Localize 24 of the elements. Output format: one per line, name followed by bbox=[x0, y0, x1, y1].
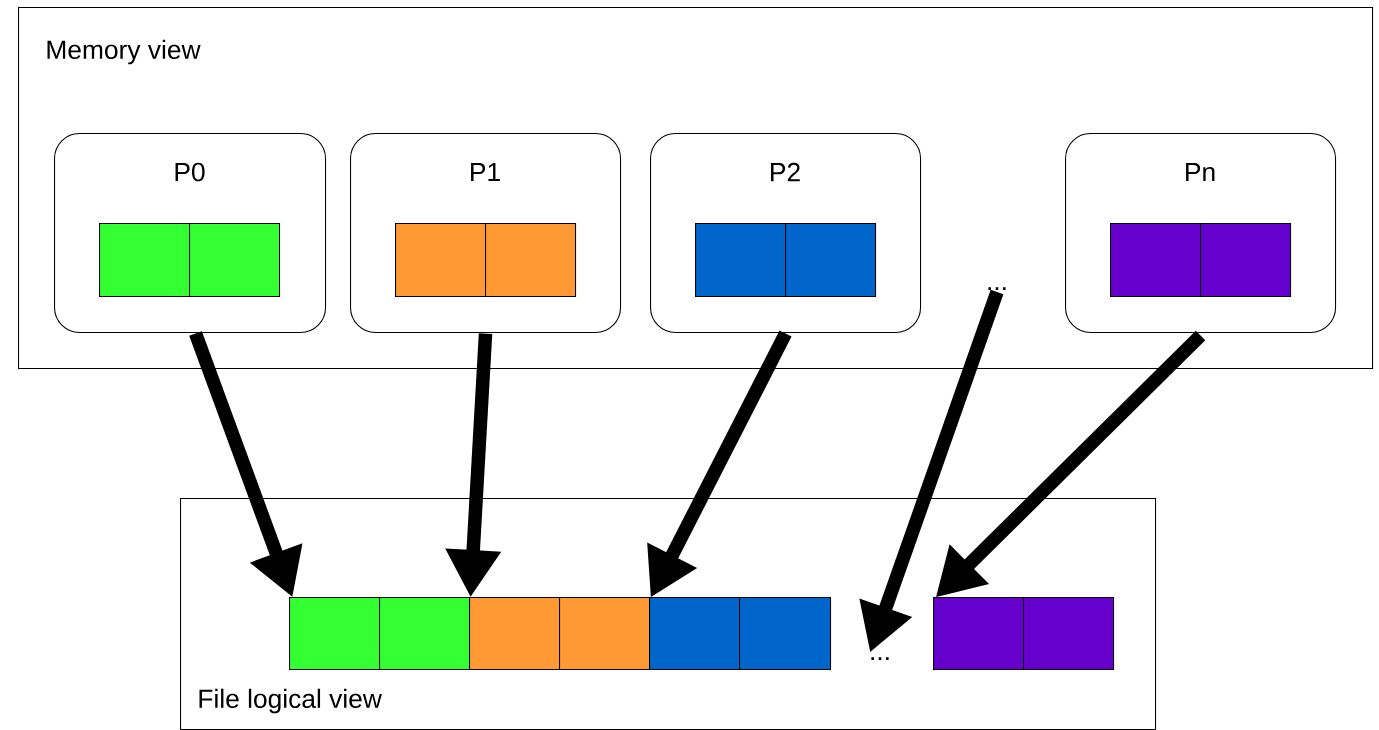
ellipsis: ... bbox=[988, 287, 1006, 290]
panel-title: Memory view bbox=[47, 39, 201, 65]
data-block bbox=[559, 597, 651, 671]
data-block bbox=[469, 597, 561, 671]
data-block bbox=[395, 223, 487, 298]
data-block bbox=[379, 597, 471, 671]
process-box: P2 bbox=[650, 133, 922, 334]
process-box: Pn bbox=[1065, 133, 1337, 334]
data-block bbox=[1200, 223, 1292, 298]
data-block bbox=[99, 223, 191, 298]
data-block bbox=[933, 597, 1025, 671]
process-box: P1 bbox=[350, 133, 622, 334]
data-block bbox=[695, 223, 787, 298]
process-box: P0 bbox=[54, 133, 327, 334]
data-block bbox=[1110, 223, 1202, 298]
data-block bbox=[189, 223, 281, 298]
panel-title: File logical view bbox=[199, 688, 382, 714]
data-block bbox=[649, 597, 741, 671]
data-block bbox=[739, 597, 832, 671]
data-block bbox=[485, 223, 577, 298]
data-block bbox=[1023, 597, 1115, 671]
data-block bbox=[289, 597, 381, 671]
ellipsis: ... bbox=[871, 657, 889, 660]
data-block bbox=[785, 223, 877, 298]
